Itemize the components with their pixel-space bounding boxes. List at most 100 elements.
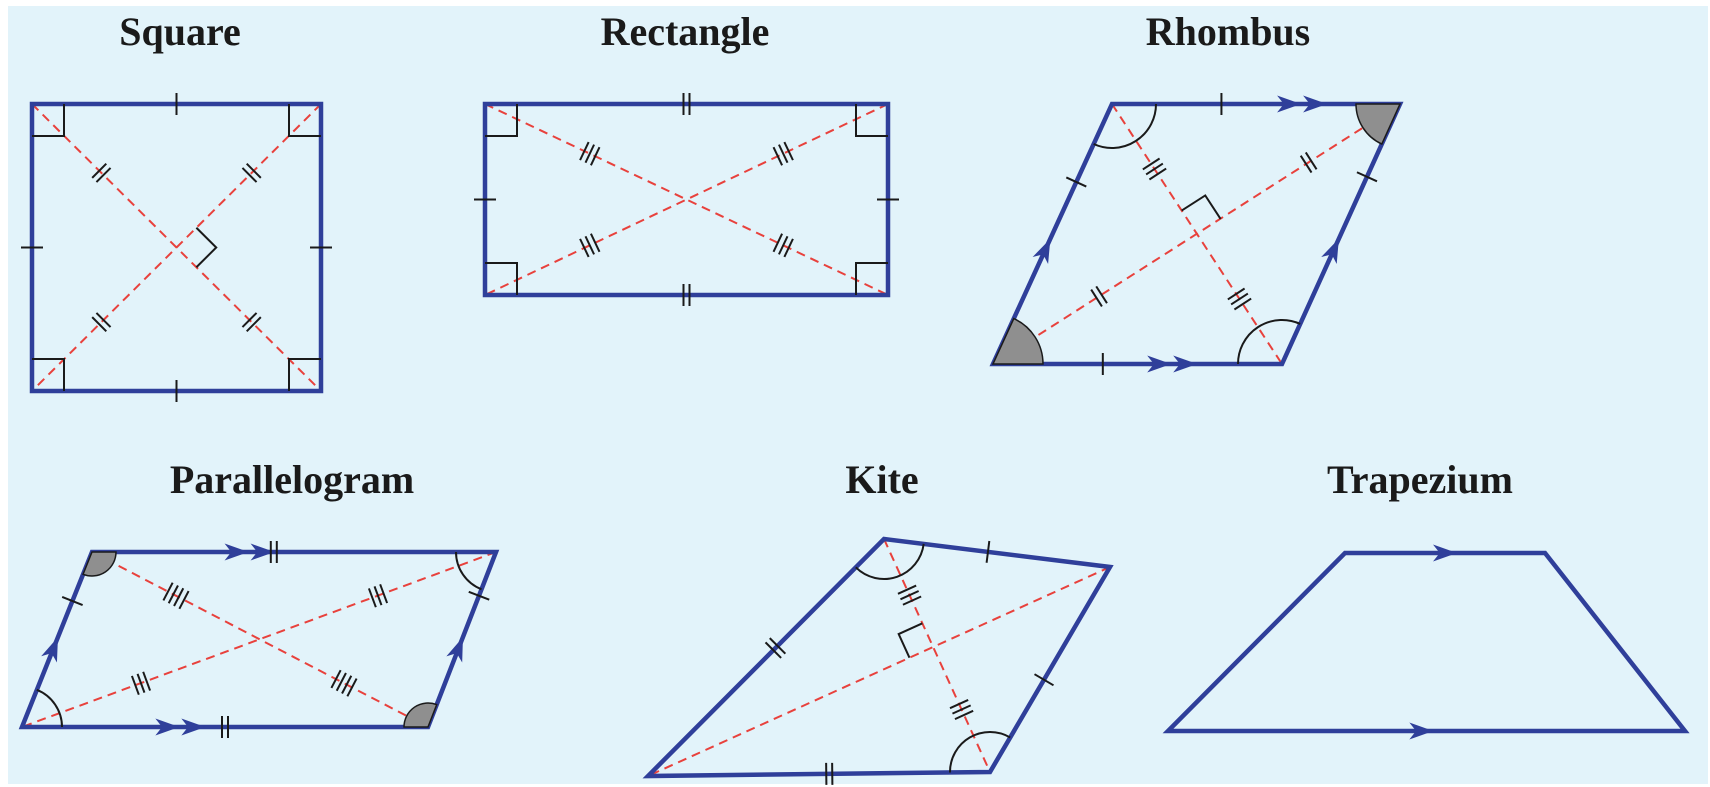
rectangle-figure: [474, 93, 899, 306]
rhombus-diag-tick-b-2: [1230, 292, 1249, 306]
kite-outline: [642, 536, 1114, 779]
parallelogram-diag-tick-c-2: [373, 586, 383, 606]
rhombus-diag-tick-a-1: [1142, 157, 1161, 171]
title-rectangle: Rectangle: [601, 9, 770, 54]
rhombus-diag-tick-a-3: [1148, 167, 1167, 181]
parallelogram-angle-bl-arc: [36, 688, 63, 728]
rectangle-diag-tick-b-2: [778, 144, 789, 164]
rhombus-parallel-arrow-bottom-2: [1173, 355, 1198, 373]
kite-side-tick-top-right-1: [985, 540, 991, 563]
kite-side-tick-bottom-right-1: [1034, 673, 1054, 687]
rhombus-parallel-arrow-top-1: [1277, 95, 1302, 113]
rhombus-parallel-arrow-right-1: [1321, 238, 1339, 265]
rhombus-diag-tick-d-1: [1090, 289, 1103, 307]
parallelogram-diagonal-1: [91, 551, 429, 728]
square-diag-tick-c-2: [95, 312, 112, 328]
rectangle-diag-tick-a-1: [579, 141, 590, 161]
rectangle-diag-tick-a-3: [590, 146, 601, 166]
square-figure: [21, 93, 332, 402]
parallelogram-angle-br-shaded: [403, 702, 438, 728]
rhombus-angle-bl-shaded: [991, 317, 1044, 365]
parallelogram-side-tick-left-1: [61, 595, 83, 607]
rectangle-diag-tick-d-1: [783, 238, 794, 258]
square-diag-tick-a-1: [91, 162, 107, 179]
parallelogram-parallel-arrow-right-1: [446, 637, 463, 663]
rectangle-diag-tick-a-2: [584, 144, 595, 164]
square-right-angle-bl: [32, 358, 65, 391]
kite-side-tick-top-left-1: [769, 637, 787, 655]
parallelogram-parallel-arrow-bottom-1: [155, 718, 180, 736]
parallelogram-parallel-arrow-left-1: [41, 637, 58, 663]
kite-diag-tick-b-1: [949, 698, 969, 710]
title-trapezium: Trapezium: [1327, 457, 1513, 502]
parallelogram-parallel-arrow-bottom-2: [181, 718, 206, 736]
parallelogram-side-tick-right-1: [468, 590, 490, 601]
kite-diagonal-right-angle: [897, 622, 923, 659]
parallelogram-diag-tick-a-2: [167, 585, 179, 604]
trapezium-parallel-arrow-top-1: [1433, 544, 1457, 562]
kite-diagonal-1: [883, 538, 991, 773]
square-outline: [29, 101, 324, 394]
square-diag-tick-b-1: [246, 162, 262, 179]
square-right-angle-br: [288, 358, 321, 391]
rectangle-diag-tick-d-3: [772, 233, 783, 253]
square-diag-tick-c-1: [91, 316, 107, 333]
trapezium-figure: [1162, 544, 1690, 740]
title-kite: Kite: [845, 457, 918, 502]
rectangle-diag-tick-d-2: [778, 235, 789, 255]
parallelogram-diag-tick-b-3: [335, 672, 347, 692]
rhombus-diag-tick-b-1: [1233, 297, 1252, 311]
parallelogram-diag-tick-b-4: [330, 669, 342, 689]
square-diag-tick-d-2: [241, 312, 258, 328]
rhombus-parallel-arrow-top-2: [1303, 95, 1328, 113]
parallelogram-diag-tick-c-1: [379, 583, 389, 604]
kite-diag-tick-a-2: [900, 590, 920, 601]
rectangle-right-angle-br: [855, 262, 888, 295]
rhombus-diag-tick-a-2: [1145, 162, 1164, 176]
rectangle-diag-tick-c-3: [590, 233, 601, 253]
rhombus-angle-br-arc: [1237, 319, 1301, 365]
title-square: Square: [119, 9, 241, 54]
rhombus-outline: [989, 101, 1404, 367]
parallelogram-diag-tick-c-3: [367, 588, 377, 608]
trapezium-outline: [1162, 550, 1690, 734]
rhombus-diag-tick-c-2: [1299, 155, 1313, 174]
trapezium-parallel-arrow-bottom-1: [1409, 722, 1434, 740]
parallelogram-figure: [18, 541, 500, 738]
square-diagonal-2: [31, 103, 322, 392]
title-parallelogram: Parallelogram: [170, 457, 414, 502]
kite-diag-tick-a-1: [897, 584, 917, 595]
kite-angle-bottom-arc: [949, 731, 1011, 773]
kite-diag-tick-b-2: [952, 704, 972, 715]
rhombus-angle-tr-shaded: [1355, 103, 1402, 146]
kite-diag-tick-a-3: [902, 595, 922, 606]
rhombus-angle-tl-arc: [1093, 103, 1157, 149]
rhombus-figure: [989, 93, 1404, 375]
square-diag-tick-d-1: [246, 316, 262, 333]
parallelogram-diag-tick-a-3: [173, 587, 185, 607]
rectangle-right-angle-bl: [485, 262, 518, 295]
parallelogram-diag-tick-d-3: [142, 671, 152, 691]
kite-figure: [642, 536, 1114, 785]
rectangle-diag-tick-c-2: [584, 235, 595, 255]
parallelogram-angle-tl-shaded: [82, 551, 117, 577]
parallelogram-parallel-arrow-top-2: [250, 543, 275, 561]
rectangle-diag-tick-b-1: [783, 141, 794, 161]
rhombus-side-tick-right-1: [1356, 171, 1378, 183]
rectangle-right-angle-tl: [485, 104, 518, 137]
square-right-angle-tr: [288, 104, 321, 137]
rhombus-side-tick-left-1: [1065, 176, 1087, 188]
square-diagonal-right-angle: [195, 227, 218, 268]
kite-diag-tick-b-3: [954, 709, 974, 721]
square-right-angle-tl: [32, 104, 65, 137]
parallelogram-diag-tick-d-2: [136, 673, 146, 693]
rhombus-parallel-arrow-bottom-1: [1147, 355, 1172, 373]
kite-diagonal-2: [647, 566, 1111, 777]
title-rhombus: Rhombus: [1146, 9, 1311, 54]
rectangle-diag-tick-b-3: [772, 146, 783, 166]
parallelogram-angle-tr-arc: [455, 551, 482, 591]
rhombus-diagonal-2: [992, 103, 1401, 365]
rhombus-diagonal-right-angle: [1181, 194, 1222, 220]
rhombus-parallel-arrow-left-1: [1032, 238, 1051, 265]
